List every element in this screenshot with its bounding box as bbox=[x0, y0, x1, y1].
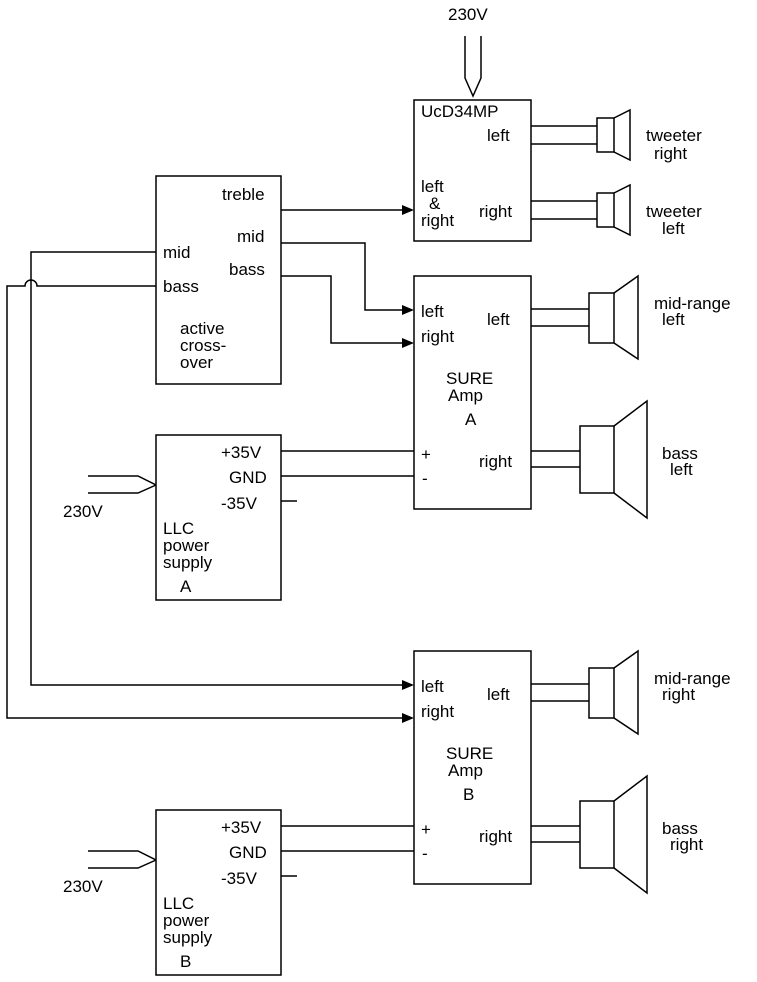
arrow-mid-in-amp-b bbox=[402, 680, 414, 690]
midrange-right-label-2: right bbox=[662, 685, 695, 704]
tweeter-left-label-2: left bbox=[662, 219, 685, 238]
tweeter-right-label-1: tweeter bbox=[646, 126, 702, 145]
ucd34mp-out-left-label: left bbox=[487, 126, 510, 145]
speaker-bass-right bbox=[531, 774, 648, 895]
crossover-bass-in-label: bass bbox=[163, 277, 199, 296]
wire-mid-in-to-amp-b-left bbox=[30, 251, 405, 686]
ucd34mp-in-label-1: left bbox=[421, 177, 444, 196]
mains-label-psu-b: 230V bbox=[63, 877, 103, 896]
tweeter-left-label-1: tweeter bbox=[646, 202, 702, 221]
psu-a-minus-label: -35V bbox=[221, 494, 258, 513]
crossover-mid-in-label: mid bbox=[163, 243, 190, 262]
psu-b-name-4: B bbox=[180, 952, 191, 971]
arrow-bass-in-amp-b bbox=[402, 713, 414, 723]
psu-a-name-3: supply bbox=[163, 553, 213, 572]
speaker-tweeter-right bbox=[531, 108, 631, 162]
ucd34mp-out-right-label: right bbox=[479, 202, 512, 221]
amp-b-in-left-label: left bbox=[421, 677, 444, 696]
ucd34mp-in-label-2: & bbox=[429, 194, 441, 213]
psu-b-name-1: LLC bbox=[163, 894, 194, 913]
bass-left-label-1: bass bbox=[662, 444, 698, 463]
psu-a-name-4: A bbox=[180, 577, 192, 596]
speaker-tweeter-left bbox=[531, 183, 631, 237]
psu-a-plus-label: +35V bbox=[221, 443, 262, 462]
crossover-name-1: active bbox=[180, 319, 224, 338]
psu-b-plus-label: +35V bbox=[221, 818, 262, 837]
llc-psu-a bbox=[155, 434, 282, 601]
crossover-treble-label: treble bbox=[222, 185, 265, 204]
midrange-left-label-2: left bbox=[662, 310, 685, 329]
arrow-treble-ucd bbox=[402, 205, 414, 215]
arrow-bass-amp-a bbox=[402, 338, 414, 348]
amp-a-plus-label: + bbox=[421, 445, 431, 464]
crossover-name-3: over bbox=[180, 353, 213, 372]
sure-amp-a bbox=[413, 275, 532, 510]
arrow-mid-amp-a bbox=[402, 305, 414, 315]
mains-plug-top bbox=[464, 36, 482, 98]
ucd34mp-title: UcD34MP bbox=[421, 102, 498, 121]
amp-a-in-left-label: left bbox=[421, 302, 444, 321]
amp-b-name-2: Amp bbox=[448, 761, 483, 780]
amp-a-in-right-label: right bbox=[421, 327, 454, 346]
crossover-bass-out-label: bass bbox=[229, 260, 265, 279]
wire-bass-in-to-amp-b-right bbox=[6, 279, 405, 719]
psu-a-name-1: LLC bbox=[163, 519, 194, 538]
speaker-midrange-right bbox=[531, 649, 639, 736]
amp-b-name-3: B bbox=[463, 785, 474, 804]
bass-left-label-2: left bbox=[670, 460, 693, 479]
midrange-left-label-1: mid-range bbox=[654, 294, 731, 313]
midrange-right-label-1: mid-range bbox=[654, 669, 731, 688]
mains-plug-psu-a bbox=[88, 475, 158, 494]
amp-a-minus-label: - bbox=[422, 469, 428, 488]
amp-a-out-left-label: left bbox=[487, 310, 510, 329]
active-crossover bbox=[155, 175, 282, 385]
mains-plug-psu-b bbox=[88, 850, 158, 869]
psu-b-gnd-label: GND bbox=[229, 843, 267, 862]
amp-a-out-right-label: right bbox=[479, 452, 512, 471]
bass-right-label-1: bass bbox=[662, 819, 698, 838]
mains-label-top: 230V bbox=[448, 5, 488, 24]
amp-a-name-3: A bbox=[465, 410, 477, 429]
bass-right-label-2: right bbox=[670, 835, 703, 854]
psu-a-gnd-label: GND bbox=[229, 468, 267, 487]
crossover-name-2: cross- bbox=[180, 336, 226, 355]
wire-mid-to-amp-a-left bbox=[281, 242, 405, 311]
amp-b-minus-label: - bbox=[422, 844, 428, 863]
psu-b-name-3: supply bbox=[163, 928, 213, 947]
psu-a-name-2: power bbox=[163, 536, 210, 555]
psu-b-minus-label: -35V bbox=[221, 869, 258, 888]
speaker-bass-left bbox=[531, 399, 648, 520]
amp-b-in-right-label: right bbox=[421, 702, 454, 721]
amp-b-plus-label: + bbox=[421, 820, 431, 839]
tweeter-right-label-2: right bbox=[654, 144, 687, 163]
crossover-mid-out-label: mid bbox=[237, 227, 264, 246]
amp-a-name-2: Amp bbox=[448, 386, 483, 405]
amp-b-name-1: SURE bbox=[446, 744, 493, 763]
amp-a-name-1: SURE bbox=[446, 369, 493, 388]
ucd34mp-module bbox=[413, 99, 532, 242]
sure-amp-b bbox=[413, 650, 532, 885]
psu-b-name-2: power bbox=[163, 911, 210, 930]
amp-b-out-right-label: right bbox=[479, 827, 512, 846]
amp-b-out-left-label: left bbox=[487, 685, 510, 704]
wire-bass-to-amp-a-right bbox=[281, 275, 405, 344]
llc-psu-b bbox=[155, 809, 282, 976]
speaker-midrange-left bbox=[531, 274, 639, 361]
mains-label-psu-a: 230V bbox=[63, 502, 103, 521]
ucd34mp-in-label-3: right bbox=[421, 211, 454, 230]
